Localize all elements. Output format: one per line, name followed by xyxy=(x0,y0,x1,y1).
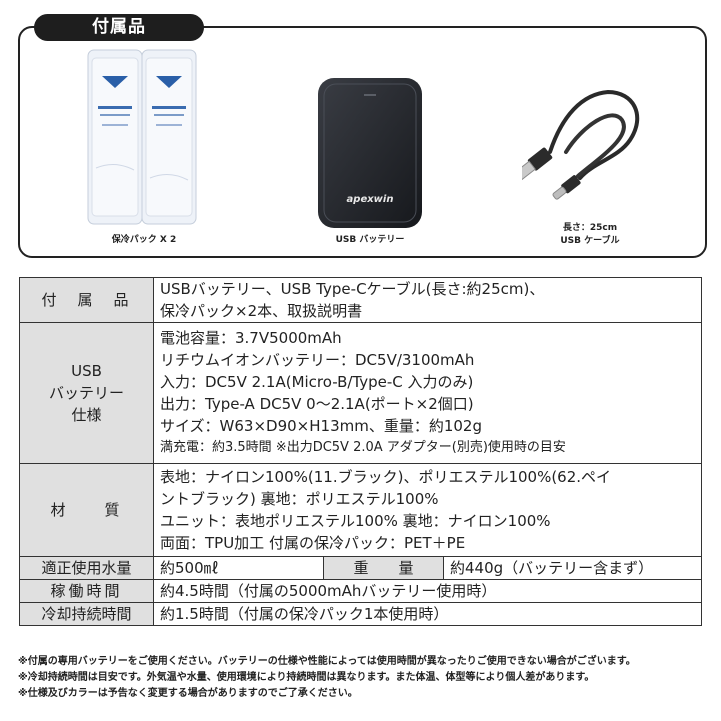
material-label: 材 質 xyxy=(19,463,154,557)
accessories-panel xyxy=(18,26,707,258)
table-row: 冷却持続時間 約1.5時間（付属の保冷パック1本使用時） xyxy=(19,602,702,626)
cable-caption: USB ケーブル xyxy=(560,236,620,246)
accessories-value: USBバッテリー、USB Type-Cケーブル(長さ:約25cm)、 保冷パック… xyxy=(153,277,702,323)
battery-brand-logo: apexwin xyxy=(347,194,394,205)
table-row: 材 質 表地：ナイロン100%(11.ブラック)、ポリエステル100%(62.ペ… xyxy=(19,463,702,557)
material-value: 表地：ナイロン100%(11.ブラック)、ポリエステル100%(62.ペイ ント… xyxy=(153,463,702,557)
table-row: 稼働時間 約4.5時間（付属の5000mAhバッテリー使用時） xyxy=(19,579,702,603)
battery-caption: USB バッテリー xyxy=(335,235,405,245)
water-volume-value: 約500㎖ xyxy=(153,556,324,580)
usb-cable-image xyxy=(522,89,640,200)
table-row: 適正使用水量 約500㎖ 重 量 約440g（バッテリー含まず） xyxy=(19,556,702,580)
accessories-label: 付 属 品 xyxy=(19,277,154,323)
cable-length-caption: 長さ：25cm xyxy=(562,223,618,233)
spec-table: 付 属 品 USBバッテリー、USB Type-Cケーブル(長さ:約25cm)、… xyxy=(19,277,702,626)
cooling-duration-label: 冷却持続時間 xyxy=(19,602,154,626)
cooling-duration-value: 約1.5時間（付属の保冷パック1本使用時） xyxy=(153,602,702,626)
accessories-title: 付属品 xyxy=(34,14,204,41)
cold-pack-left xyxy=(87,49,143,225)
operating-time-label: 稼働時間 xyxy=(19,579,154,603)
battery-spec-label: USB バッテリー 仕様 xyxy=(19,322,154,464)
battery-spec-value: 電池容量：3.7V5000mAh リチウムイオンバッテリー：DC5V/3100m… xyxy=(153,322,702,464)
cold-packs-image xyxy=(87,49,197,225)
operating-time-value: 約4.5時間（付属の5000mAhバッテリー使用時） xyxy=(153,579,702,603)
water-volume-label: 適正使用水量 xyxy=(19,556,154,580)
note-battery: ※付属の専用バッテリーをご使用ください。バッテリーの仕様や性能によっては使用時間… xyxy=(18,656,636,667)
table-row: 付 属 品 USBバッテリー、USB Type-Cケーブル(長さ:約25cm)、… xyxy=(19,277,702,323)
cold-pack-right xyxy=(141,49,197,225)
note-spec-change: ※仕様及びカラーは予告なく変更する場合がありますのでご了承ください。 xyxy=(18,688,358,699)
note-cooling: ※冷却持続時間は目安です。外気温や水量、使用環境により持続時間は異なります。また… xyxy=(18,672,595,683)
table-row: USB バッテリー 仕様 電池容量：3.7V5000mAh リチウムイオンバッテ… xyxy=(19,322,702,464)
cold-pack-caption: 保冷パック X 2 xyxy=(111,235,177,245)
weight-label: 重 量 xyxy=(323,556,444,580)
usb-battery-image: apexwin xyxy=(318,78,422,228)
weight-value: 約440g（バッテリー含まず） xyxy=(443,556,702,580)
